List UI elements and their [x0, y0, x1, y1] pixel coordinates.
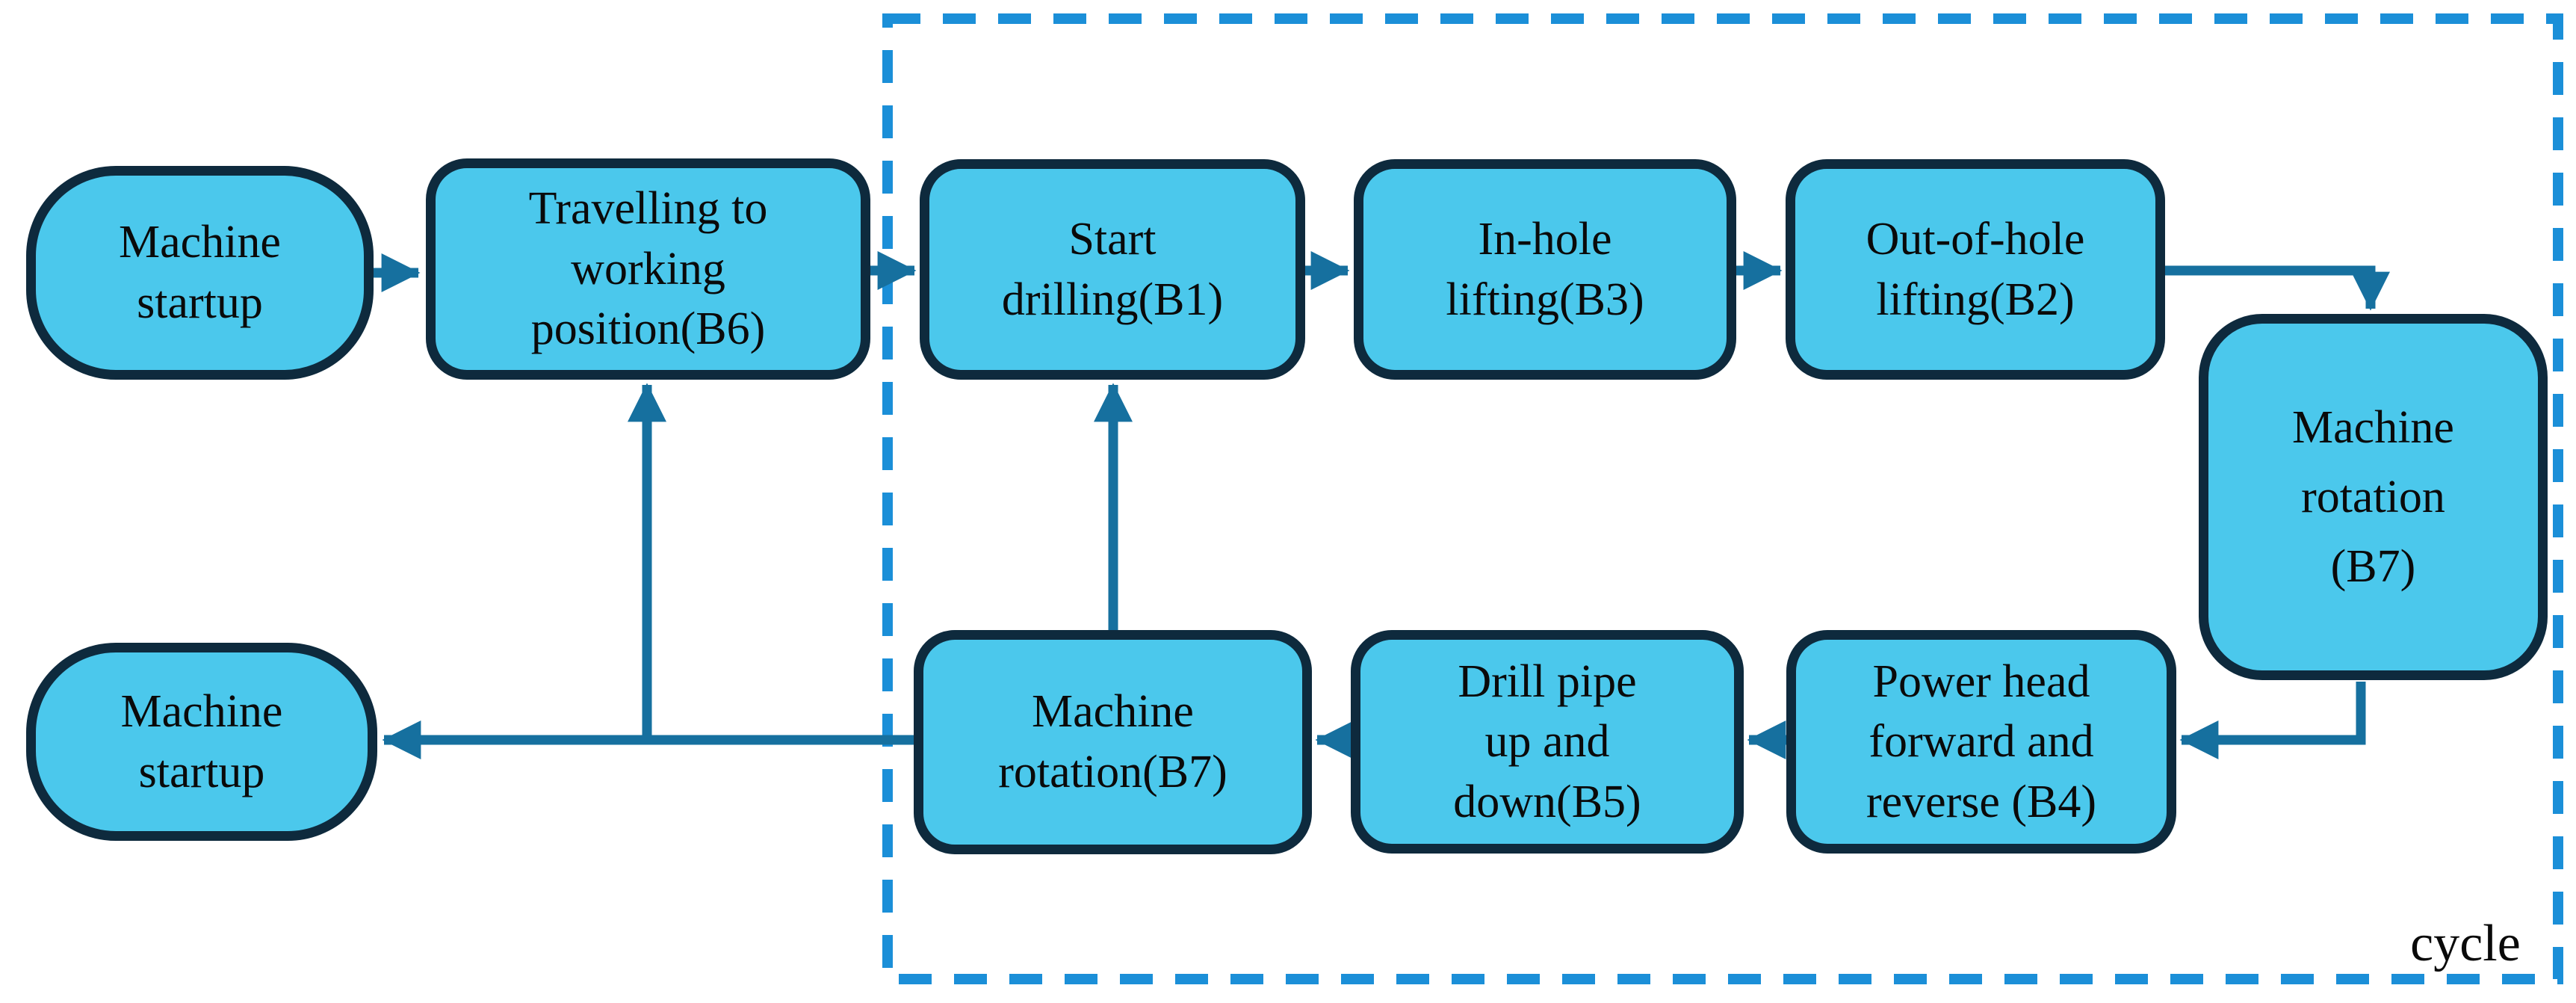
node-machine-startup-top: Machine startup: [26, 166, 374, 380]
cycle-boundary: [882, 13, 2563, 984]
arrow-b7right-to-b4: [2179, 682, 2366, 759]
node-start-drilling-b1: Start drilling(B1): [920, 159, 1305, 380]
node-in-hole-lifting-b3: In-hole lifting(B3): [1354, 159, 1736, 380]
node-power-head-forward-reverse-b4: Power head forward and reverse (B4): [1786, 630, 2176, 854]
arrow-b2-to-b7right: [2165, 265, 2390, 311]
node-machine-rotation-b7-bottom: Machine rotation(B7): [914, 630, 1312, 854]
node-machine-startup-bottom: Machine startup: [26, 643, 377, 841]
node-machine-rotation-b7-right: Machine rotation (B7): [2199, 314, 2548, 680]
node-drill-pipe-up-down-b5: Drill pipe up and down(B5): [1351, 630, 1744, 854]
cycle-label: cycle: [2410, 915, 2521, 972]
node-out-of-hole-lifting-b2: Out-of-hole lifting(B2): [1786, 159, 2165, 380]
node-travelling-working-position-b6: Travelling to working position(B6): [426, 158, 870, 380]
